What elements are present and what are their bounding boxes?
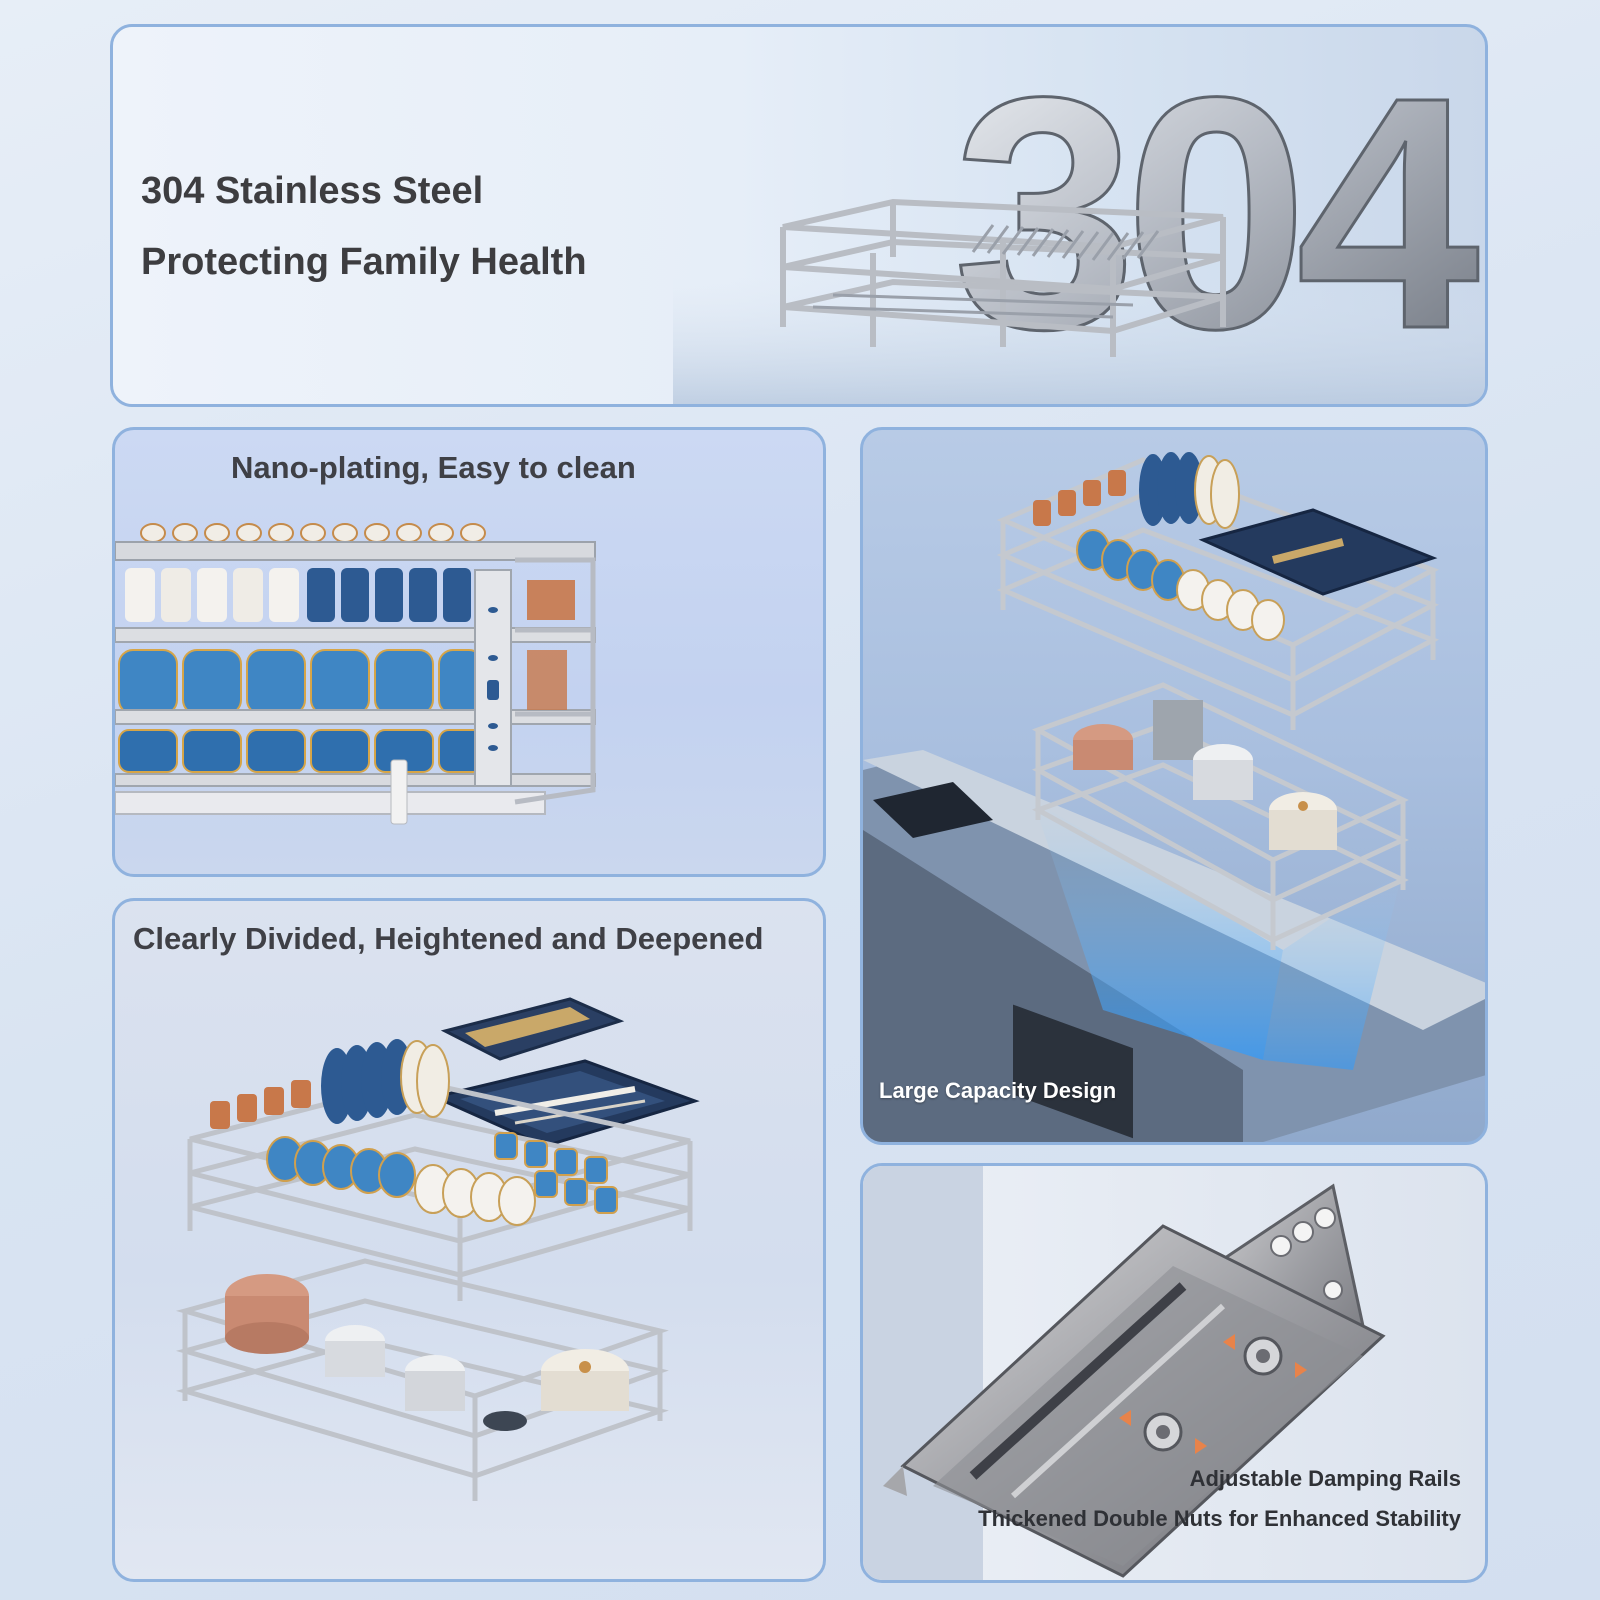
copper-cups — [527, 580, 575, 620]
caption-large-capacity: Large Capacity Design — [879, 1078, 1117, 1103]
caption-adjustable-damping-rails: Adjustable Damping Rails — [1189, 1466, 1461, 1491]
pullout-basket-illustration — [863, 452, 1485, 1142]
heading-clearly-divided: Clearly Divided, Heightened and Deepened — [133, 921, 764, 956]
small-cups — [494, 1132, 618, 1214]
cookware-items — [225, 1274, 629, 1431]
white-plates-row — [125, 568, 299, 622]
numerals-304: 304 — [953, 28, 1482, 397]
damping-rail-illustration — [863, 1166, 1386, 1580]
panel-stainless-steel: 304 Stainless Steel Protecting Family He… — [110, 24, 1488, 407]
copper-cups — [210, 1080, 311, 1129]
cookware-items — [1073, 700, 1337, 850]
blue-bowls-row — [118, 649, 484, 715]
upright-plates — [321, 1039, 413, 1124]
side-post — [474, 569, 512, 787]
bowls-row — [266, 1136, 416, 1198]
panel-damping-rails: Adjustable Damping Rails Thickened Doubl… — [860, 1163, 1488, 1583]
wire-basket — [780, 198, 1226, 357]
heading-304-stainless-steel: 304 Stainless Steel — [141, 170, 484, 212]
light-beams — [1033, 800, 1403, 1070]
cutlery-tray — [430, 1059, 700, 1148]
upright-plates — [1139, 452, 1203, 526]
rail-channel — [969, 1282, 1187, 1480]
panel-nano-plating: Nano-plating, Easy to clean — [112, 427, 826, 877]
plate-tops — [140, 523, 486, 543]
heading-nano-plating: Nano-plating, Easy to clean — [231, 450, 636, 485]
rack-304-illustration: 304 — [673, 27, 1485, 404]
adjustment-arrows — [1119, 1334, 1307, 1454]
panel-clearly-divided: Clearly Divided, Heightened and Deepened — [112, 898, 826, 1582]
two-tier-basket-illustration — [175, 997, 700, 1501]
dish-rack-side-illustration — [115, 523, 596, 825]
cutlery-tray-lid — [440, 997, 625, 1061]
heading-protecting-family-health: Protecting Family Health — [141, 241, 587, 283]
caption-thickened-double-nuts: Thickened Double Nuts for Enhanced Stabi… — [978, 1506, 1461, 1531]
blue-plates-row — [307, 568, 471, 622]
double-nuts — [1143, 1336, 1283, 1452]
cooktop — [873, 782, 993, 838]
panel-large-capacity: Large Capacity Design — [860, 427, 1488, 1145]
